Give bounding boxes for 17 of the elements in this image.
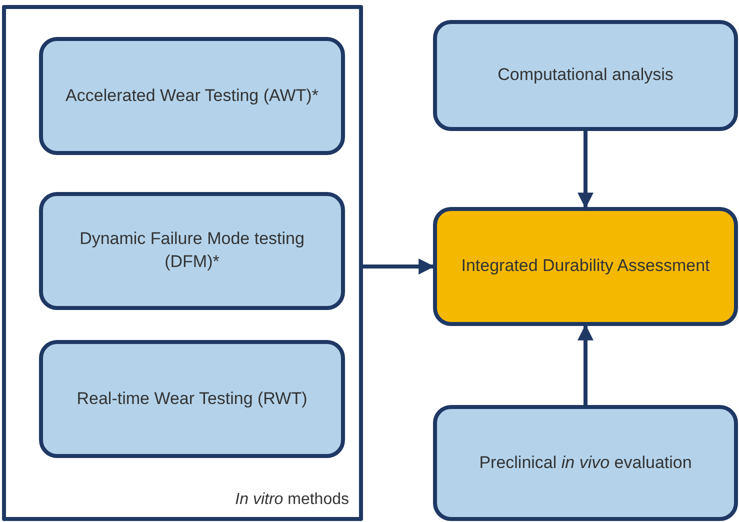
box-label: Accelerated Wear Testing (AWT)* bbox=[66, 84, 318, 107]
box-label: Integrated Durability Assessment bbox=[461, 255, 710, 278]
arrow bbox=[578, 131, 594, 209]
arrow bbox=[363, 258, 435, 274]
box-label: Dynamic Failure Mode testing (DFM)* bbox=[78, 228, 306, 273]
arrow bbox=[578, 324, 594, 405]
group-label: In vitro methods bbox=[235, 490, 349, 510]
group-panel bbox=[2, 5, 363, 521]
process-box bbox=[39, 192, 345, 310]
process-box bbox=[433, 20, 738, 131]
box-label: Real-time Wear Testing (RWT) bbox=[76, 388, 308, 410]
process-box bbox=[433, 405, 738, 521]
box-label: Computational analysis bbox=[498, 64, 674, 86]
highlighted-process-box bbox=[433, 207, 738, 326]
process-box bbox=[39, 37, 345, 155]
process-box bbox=[39, 340, 345, 458]
box-label: Preclinical in vivo evaluation bbox=[479, 452, 692, 474]
